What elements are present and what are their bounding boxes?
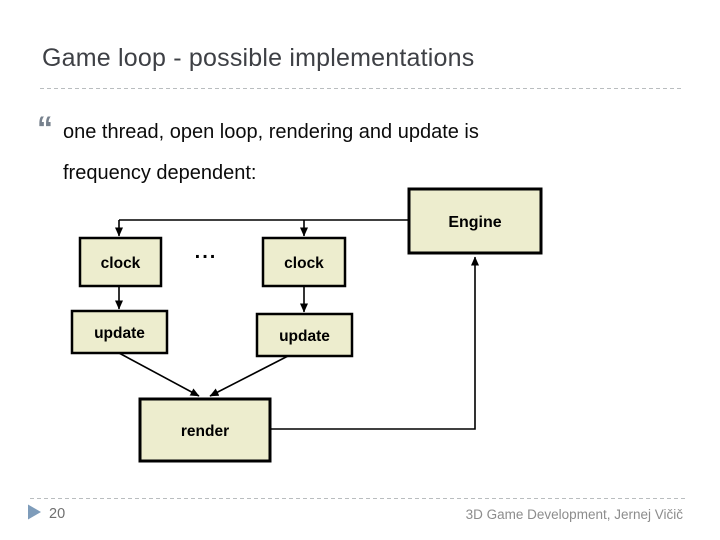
clock-1-box: clock	[78, 236, 163, 288]
arrow-update1-to-render	[118, 352, 200, 397]
engine-box: Engine	[407, 187, 543, 255]
bullet-text: one thread, open loop, rendering and upd…	[63, 112, 638, 194]
bullet-text-line-1: one thread, open loop, rendering and upd…	[63, 121, 479, 143]
render-label: render	[181, 423, 229, 440]
ellipsis-between-clocks: ...	[195, 241, 218, 263]
clock-2-box: clock	[261, 236, 347, 288]
bullet-text-line-2: frequency dependent:	[63, 162, 257, 184]
footer-divider	[30, 498, 688, 499]
page-number: 20	[49, 506, 66, 522]
update-2-label: update	[279, 328, 330, 345]
clock-2-label: clock	[284, 255, 324, 272]
update-1-label: update	[94, 325, 145, 342]
footer-course-text: 3D Game Development, Jernej Vičič	[465, 507, 683, 522]
bullet-quote-icon: “	[37, 110, 53, 146]
engine-label: Engine	[448, 214, 501, 231]
title-divider	[40, 88, 683, 89]
clock-1-label: clock	[101, 255, 141, 272]
update-2-box: update	[255, 312, 354, 358]
update-1-box: update	[70, 309, 169, 355]
arrow-update2-to-render	[209, 355, 289, 397]
page-title: Game loop - possible implementations	[42, 44, 475, 72]
connector-render-to-engine	[270, 256, 479, 430]
page-number-triangle-icon	[28, 504, 41, 520]
render-box: render	[138, 397, 272, 463]
